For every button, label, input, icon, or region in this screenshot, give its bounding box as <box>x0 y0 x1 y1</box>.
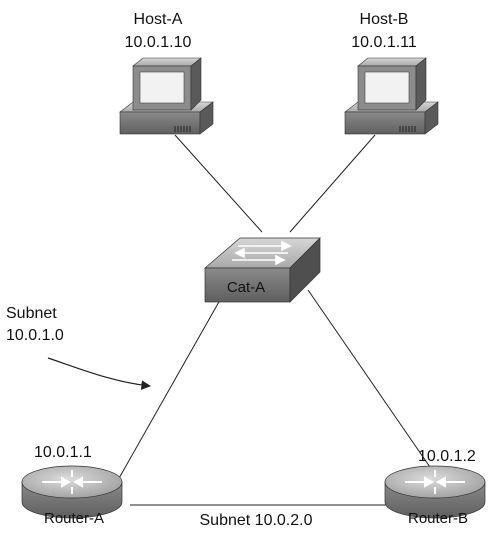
router-a-name: Router-A <box>43 510 105 527</box>
lan-subnet-label-line1: Subnet <box>6 305 57 322</box>
subnet-pointer-arrow <box>47 357 151 390</box>
router-b-name: Router-B <box>407 510 469 527</box>
host-a-workstation-icon <box>119 57 214 135</box>
host-a-name: Host-A <box>133 11 183 28</box>
wan-subnet-label: Subnet 10.0.2.0 <box>199 512 313 529</box>
router-a-ip: 10.0.1.1 <box>34 444 92 461</box>
cat-a-switch-icon <box>204 237 321 303</box>
host-b-name: Host-B <box>359 11 409 28</box>
switch-label: Cat-A <box>226 279 266 296</box>
host-b-workstation-icon <box>344 57 439 135</box>
link-cata-routera <box>117 299 221 481</box>
host-a-ip: 10.0.1.10 <box>124 34 192 51</box>
host-b-ip: 10.0.1.11 <box>351 34 417 51</box>
router-a-icon <box>21 465 123 519</box>
router-b-ip: 10.0.1.2 <box>418 448 476 465</box>
router-b-icon <box>384 465 486 519</box>
link-hostb-cata <box>289 134 376 233</box>
link-hosta-cata <box>174 134 263 233</box>
lan-subnet-label-line2: 10.0.1.0 <box>6 327 64 344</box>
link-cata-routerb <box>307 289 433 471</box>
links <box>117 134 433 506</box>
